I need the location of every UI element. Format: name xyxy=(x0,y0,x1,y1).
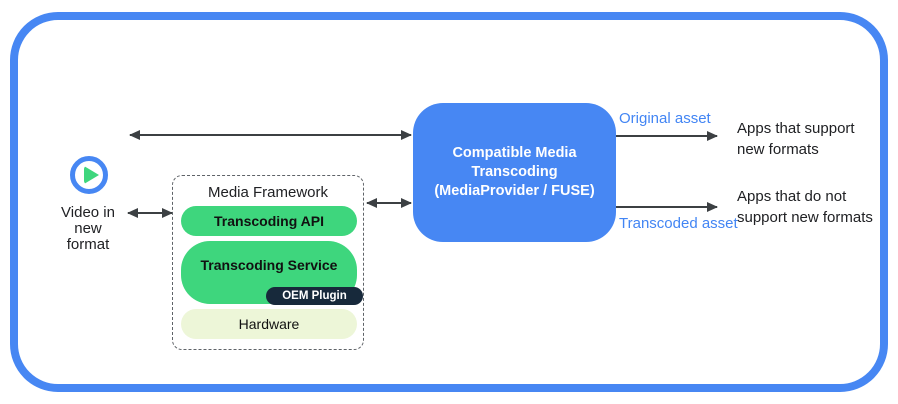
media-framework-box: Media Framework Transcoding API Transcod… xyxy=(172,175,364,350)
play-icon xyxy=(70,156,108,194)
compatible-media-transcoding-box: Compatible Media Transcoding (MediaProvi… xyxy=(413,103,616,242)
media-framework-title: Media Framework xyxy=(207,184,329,201)
arrow-framework-transcoder xyxy=(366,198,412,208)
source-caption: Video in new format xyxy=(61,204,115,253)
arrow-source-transcoder xyxy=(129,130,412,140)
arrow-transcoded-asset xyxy=(616,202,718,212)
arrow-original-asset xyxy=(616,131,718,141)
transcoding-api-pill: Transcoding API xyxy=(181,206,357,236)
apps-no-support-label: Apps that do not support new formats xyxy=(737,188,873,226)
transcoded-asset-label: Transcoded asset xyxy=(619,215,738,232)
arrow-source-framework xyxy=(127,208,173,218)
diagram-outer-frame xyxy=(10,12,888,392)
original-asset-label: Original asset xyxy=(619,110,711,127)
oem-plugin-badge: OEM Plugin xyxy=(266,287,363,305)
play-triangle-icon xyxy=(84,166,99,184)
hardware-pill: Hardware xyxy=(181,309,357,339)
apps-support-label: Apps that support new formats xyxy=(737,120,855,158)
